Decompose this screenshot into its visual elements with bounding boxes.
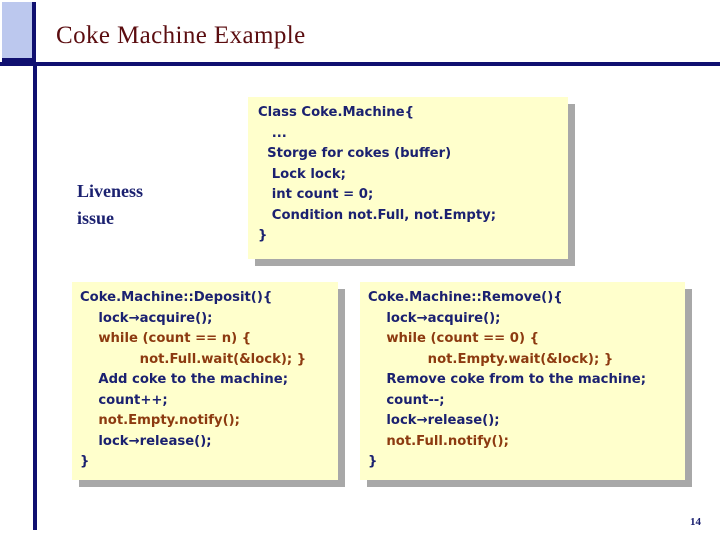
code-line: Storge for cokes (buffer) — [258, 146, 452, 161]
page-title: Coke Machine Example — [56, 22, 306, 49]
page-number: 14 — [690, 516, 701, 528]
code-line: Condition not.Full, not.Empty; — [258, 207, 496, 223]
code-line: lock→acquire(); — [80, 310, 213, 326]
remove-method-box: Coke.Machine::Remove(){ lock→acquire(); … — [360, 282, 685, 480]
code-line: Remove coke from to the machine; — [368, 372, 647, 387]
deposit-method-box: Coke.Machine::Deposit(){ lock→acquire();… — [72, 282, 338, 480]
code-line: not.Empty.notify(); — [80, 413, 240, 428]
deposit-method-code: Coke.Machine::Deposit(){ lock→acquire();… — [80, 288, 306, 473]
code-line: Lock lock; — [258, 166, 346, 182]
class-definition-code: Class Coke.Machine{ ... Storge for cokes… — [258, 103, 496, 247]
code-line: not.Empty.wait(&lock); } — [368, 351, 614, 367]
code-line: not.Full.notify(); — [368, 433, 509, 449]
liveness-annotation-line2: issue — [77, 208, 115, 228]
left-margin-rule — [33, 62, 37, 530]
class-definition-box: Class Coke.Machine{ ... Storge for cokes… — [248, 97, 568, 259]
code-line: int count = 0; — [258, 187, 374, 202]
code-line: Add coke to the machine; — [80, 372, 289, 387]
header-divider-rule — [0, 62, 720, 66]
code-line: lock→release(); — [80, 433, 212, 449]
remove-method-code: Coke.Machine::Remove(){ lock→acquire(); … — [368, 288, 646, 473]
code-line: } — [80, 454, 90, 469]
code-line: lock→release(); — [368, 413, 500, 428]
header-accent-swatch — [2, 2, 36, 62]
code-line: while (count == n) { — [80, 331, 252, 346]
code-line: Coke.Machine::Deposit(){ — [80, 290, 273, 305]
code-line: count--; — [368, 392, 445, 408]
code-line: Class Coke.Machine{ — [258, 105, 414, 120]
code-line: lock→acquire(); — [368, 310, 501, 326]
liveness-annotation-line1: Liveness — [77, 181, 144, 201]
code-line: Coke.Machine::Remove(){ — [368, 290, 563, 305]
code-line: } — [258, 228, 268, 243]
code-line: } — [368, 454, 378, 469]
code-line: while (count == 0) { — [368, 331, 539, 346]
liveness-annotation: Liveness issue — [77, 178, 227, 232]
code-line: count++; — [80, 392, 168, 408]
code-line: ... — [258, 125, 287, 141]
code-line: not.Full.wait(&lock); } — [80, 351, 307, 367]
